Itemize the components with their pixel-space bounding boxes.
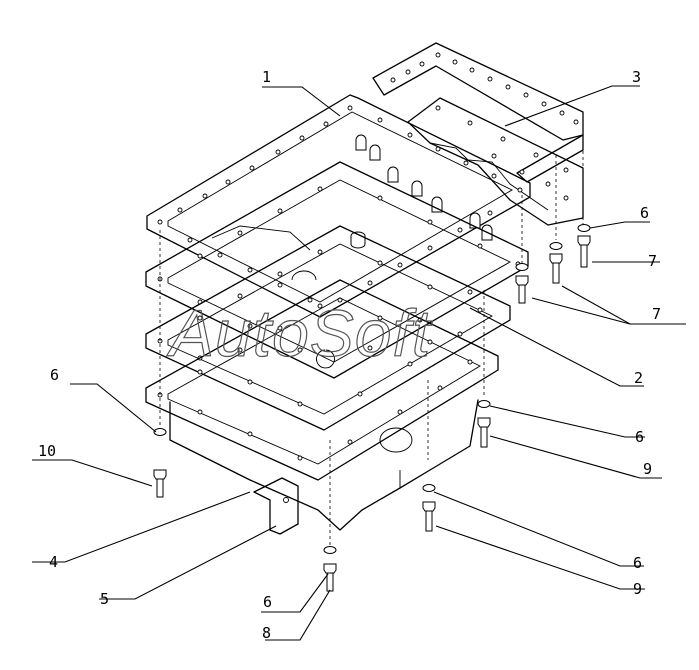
- callout-9: 9: [633, 580, 642, 598]
- plate-layer-3: [145, 225, 511, 431]
- callout-6: 6: [640, 204, 649, 222]
- callout-1: 1: [262, 68, 271, 86]
- callout-6: 6: [50, 366, 59, 384]
- callout-9: 9: [643, 460, 652, 478]
- callout-6: 6: [633, 554, 642, 572]
- fasteners: [153, 224, 591, 592]
- callout-2: 2: [634, 369, 643, 387]
- callout-labels: 1 3 6 7 7 2 6 10 6 9 4 6 5 6 9 8: [38, 68, 661, 642]
- callout-4: 4: [49, 553, 58, 571]
- callout-6: 6: [635, 428, 644, 446]
- adapter-plate: [407, 97, 584, 226]
- callout-6: 6: [263, 593, 272, 611]
- oil-pan-body: [145, 279, 499, 535]
- leader-lines: [32, 85, 686, 641]
- top-gasket: [372, 42, 584, 183]
- callout-7: 7: [652, 305, 661, 323]
- callout-3: 3: [632, 68, 641, 86]
- callout-7: 7: [648, 252, 657, 270]
- callout-5: 5: [100, 590, 109, 608]
- callout-10: 10: [38, 442, 56, 460]
- callout-8: 8: [262, 624, 271, 642]
- watermark: AutoSoft: [166, 296, 433, 370]
- alignment-lines: [159, 115, 584, 545]
